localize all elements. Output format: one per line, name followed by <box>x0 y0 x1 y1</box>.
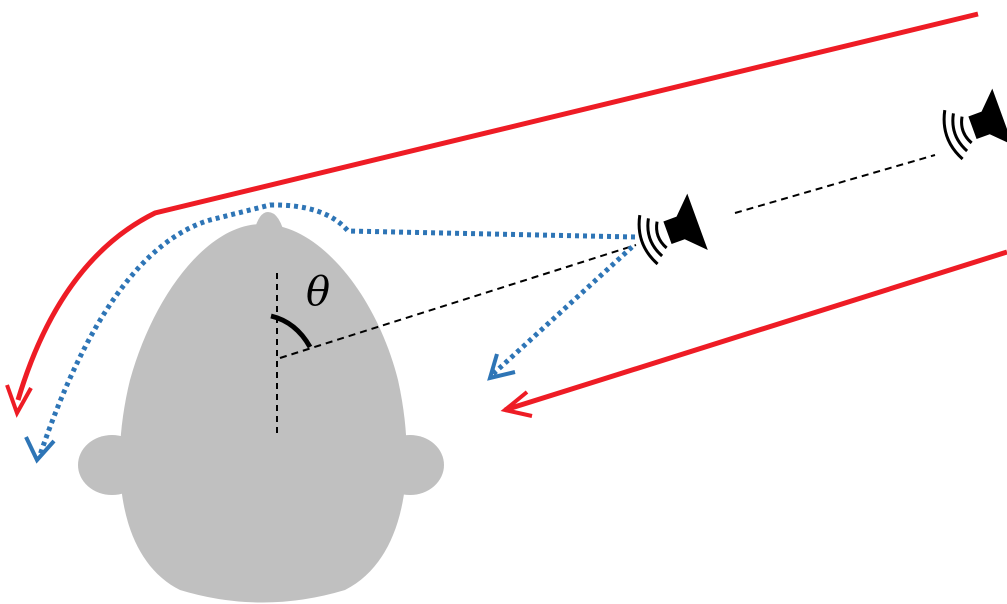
head-outline <box>119 224 407 603</box>
near-wave-top-path <box>37 202 636 456</box>
speaker-connection-line <box>734 154 936 214</box>
far-wave-top-path <box>15 11 979 401</box>
far-wave-bottom-arrowhead <box>500 390 533 418</box>
source-direction-line <box>279 244 637 359</box>
head <box>78 212 444 603</box>
speaker-far-icon <box>942 88 1007 161</box>
near-wave-bottom-arrowhead <box>487 353 516 381</box>
speaker-near-icon <box>637 193 708 266</box>
far-wave-bottom-path <box>504 249 1007 413</box>
angle-label: θ <box>306 269 330 315</box>
angle-arc <box>270 313 313 349</box>
far-wave-top-arrowhead <box>5 384 33 418</box>
near-wave-bottom-path <box>490 245 634 377</box>
near-wave-top-arrowhead <box>24 436 56 464</box>
